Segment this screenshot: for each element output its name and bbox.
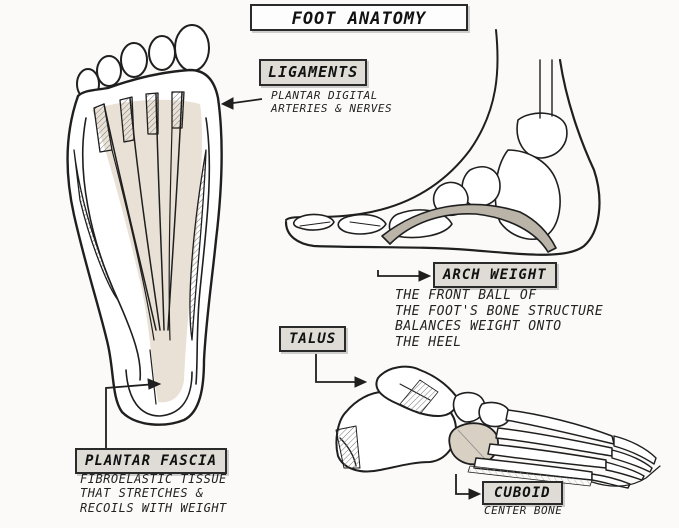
ligaments-note-line: PLANTAR DIGITAL (271, 89, 378, 102)
cuboid-leader (455, 474, 482, 500)
arch-band (381, 203, 557, 253)
arch-weight-heading: ARCH WEIGHT (433, 262, 557, 288)
sole-of-foot (66, 24, 223, 426)
toes (76, 24, 210, 100)
foot-bones-lateral (335, 365, 661, 489)
cuboid-note-line: CENTER BONE (484, 504, 563, 517)
plantar-fascia-note-line: FIBROELASTIC TISSUE (80, 472, 227, 486)
ligaments-leader (220, 97, 263, 110)
talus-heading: TALUS (279, 326, 347, 352)
cuboid-heading: CUBOID (482, 481, 563, 505)
plantar-fascia-heading: PLANTAR FASCIA (75, 448, 228, 474)
arch-weight-note-line: THE FRONT BALL OF (395, 288, 537, 303)
ligaments-note-line: ARTERIES & NERVES (271, 101, 393, 115)
plantar-fascia-note: FIBROELASTIC TISSUE THAT STRETCHES & REC… (80, 472, 227, 515)
page-title: FOOT ANATOMY (250, 4, 468, 31)
fascia-leader (105, 378, 162, 448)
arch-weight-note-line: BALANCES WEIGHT ONTO (395, 319, 562, 335)
metatarsals (473, 409, 615, 481)
side-view-foot (284, 29, 601, 256)
arch-weight-note-line: THE FOOT'S BONE STRUCTURE (395, 303, 604, 319)
ligaments-note: PLANTAR DIGITAL ARTERIES & NERVES (271, 89, 393, 115)
ligaments-heading: LIGAMENTS (259, 59, 368, 86)
phalanges (591, 435, 657, 489)
cuboid-note: CENTER BONE (484, 504, 563, 518)
arch-weight-note-line: THE HEEL (395, 334, 462, 350)
arch-leader (377, 270, 432, 282)
plantar-fascia-note-line: RECOILS WITH WEIGHT (80, 500, 227, 515)
talus-leader (315, 354, 368, 388)
arch-weight-note: THE FRONT BALL OF THE FOOT'S BONE STRUCT… (395, 288, 603, 350)
plantar-fascia-note-line: THAT STRETCHES & (80, 486, 204, 501)
